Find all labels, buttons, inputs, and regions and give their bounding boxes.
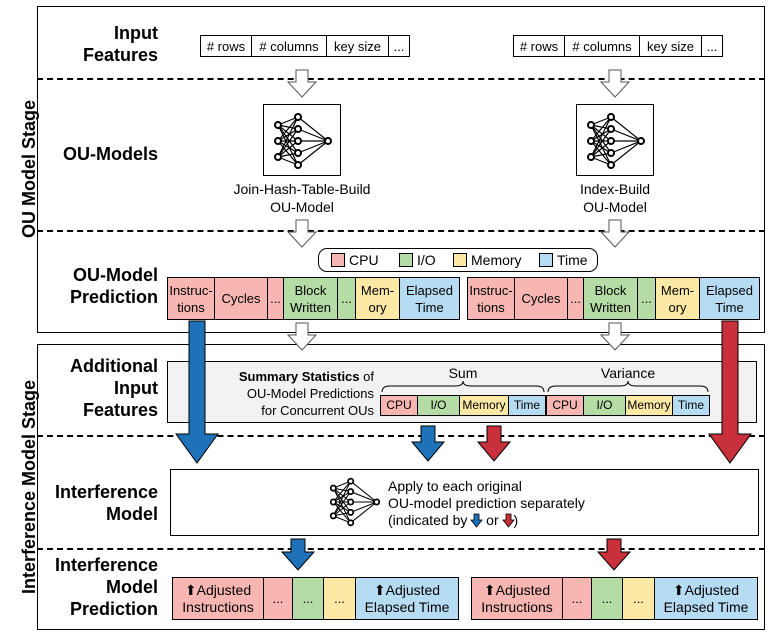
feature-rows-left: # rows bbox=[200, 35, 252, 57]
adjusted-left-memory-more: ... bbox=[323, 577, 356, 620]
pred-left-cpu-more: ... bbox=[267, 277, 284, 320]
interference-description: Apply to each original OU-model predicti… bbox=[388, 478, 585, 511]
legend-io-swatch bbox=[399, 253, 413, 267]
adjusted-right-io-more: ... bbox=[591, 577, 623, 620]
join-hash-model-box bbox=[263, 104, 341, 176]
summary-bold: Summary Statistics bbox=[238, 369, 360, 384]
separator-4 bbox=[37, 548, 765, 550]
pred-left-memory: Mem- ory bbox=[355, 277, 400, 320]
pred-left-io-more: ... bbox=[337, 277, 356, 320]
interference-model-box bbox=[170, 469, 759, 536]
down-arrow-icon bbox=[286, 219, 318, 248]
summary-sum-memory: Memory bbox=[459, 395, 509, 416]
feature-keysize-right: key size bbox=[639, 35, 702, 57]
blue-output-arrow-icon bbox=[280, 538, 316, 571]
adjusted-left-cpu-more: ... bbox=[263, 577, 293, 620]
indicator-text-b: or bbox=[482, 512, 503, 528]
index-build-model-box bbox=[576, 104, 654, 176]
red-long-arrow-icon bbox=[708, 320, 752, 464]
blue-long-arrow-icon bbox=[175, 320, 219, 464]
legend-cpu-label: CPU bbox=[349, 252, 379, 268]
pred-right-io-more: ... bbox=[637, 277, 656, 320]
adjusted-left-elapsed-time: ⬆Adjusted Elapsed Time bbox=[355, 577, 459, 620]
feature-columns-left: # columns bbox=[251, 35, 327, 57]
pred-right-cycles: Cycles bbox=[514, 277, 568, 320]
blue-arrow-icon bbox=[470, 513, 484, 528]
pred-right-elapsed-time: Elapsed Time bbox=[699, 277, 760, 320]
legend-cpu-swatch bbox=[331, 253, 345, 267]
pred-right-block-written: Block Written bbox=[583, 277, 638, 320]
interference-model-stage bbox=[37, 344, 765, 630]
input-features-label: Input Features bbox=[82, 23, 158, 65]
legend-time-swatch bbox=[539, 253, 553, 267]
down-arrow-icon bbox=[599, 322, 631, 351]
pred-left-instructions: Instruc- tions bbox=[167, 277, 215, 320]
neural-network-icon bbox=[274, 113, 332, 169]
interference-model-prediction-label: Interference Model Prediction bbox=[54, 555, 158, 619]
pred-right-memory: Mem- ory bbox=[655, 277, 700, 320]
pred-right-instructions: Instruc- tions bbox=[467, 277, 515, 320]
adjusted-right-cpu-more: ... bbox=[562, 577, 592, 620]
summary-var-time: Time bbox=[672, 395, 710, 416]
adjusted-right-memory-more: ... bbox=[622, 577, 655, 620]
legend-time-label: Time bbox=[557, 252, 588, 268]
down-arrow-icon bbox=[286, 322, 318, 351]
ou-model-prediction-label: OU-Model Prediction bbox=[69, 265, 158, 307]
indicator-text-c: ) bbox=[513, 512, 519, 528]
separator-3 bbox=[37, 435, 765, 437]
neural-network-icon bbox=[587, 113, 645, 169]
sum-label: Sum bbox=[448, 365, 478, 381]
summary-sum-cpu: CPU bbox=[380, 395, 418, 416]
legend-memory-label: Memory bbox=[471, 252, 522, 268]
feature-columns-right: # columns bbox=[564, 35, 640, 57]
join-hash-model-caption: Join-Hash-Table-Build OU-Model bbox=[233, 181, 371, 215]
red-short-arrow-icon bbox=[476, 425, 512, 462]
interference-indicator: (indicated by or ) bbox=[388, 512, 588, 529]
legend-memory-swatch bbox=[453, 253, 467, 267]
variance-brace bbox=[547, 380, 709, 393]
pred-right-cpu-more: ... bbox=[567, 277, 584, 320]
adjusted-left-io-more: ... bbox=[292, 577, 324, 620]
down-arrow-icon bbox=[599, 219, 631, 248]
legend: CPU I/O Memory Time bbox=[318, 248, 598, 272]
pred-left-elapsed-time: Elapsed Time bbox=[399, 277, 460, 320]
index-build-model-caption: Index-Build OU-Model bbox=[579, 181, 651, 215]
summary-statistics-text: Summary Statistics of OU-Model Predictio… bbox=[212, 368, 374, 419]
summary-var-io: I/O bbox=[583, 395, 626, 416]
adjusted-left-instructions: ⬆Adjusted Instructions bbox=[172, 577, 264, 620]
down-arrow-icon bbox=[286, 69, 318, 98]
additional-input-features-label: Additional Input Features bbox=[70, 356, 158, 420]
pred-left-block-written: Block Written bbox=[283, 277, 338, 320]
adjusted-right-elapsed-time: ⬆Adjusted Elapsed Time bbox=[654, 577, 758, 620]
summary-sum-time: Time bbox=[508, 395, 546, 416]
pred-left-cycles: Cycles bbox=[214, 277, 268, 320]
ou-models-label: OU-Models bbox=[62, 144, 158, 164]
indicator-text-a: (indicated by bbox=[388, 512, 472, 528]
red-arrow-icon bbox=[501, 513, 515, 528]
feature-more-right: ... bbox=[701, 35, 723, 57]
feature-keysize-left: key size bbox=[326, 35, 389, 57]
interference-model-label: Interference Model bbox=[54, 482, 158, 524]
adjusted-right-instructions: ⬆Adjusted Instructions bbox=[471, 577, 563, 620]
red-output-arrow-icon bbox=[596, 538, 632, 571]
feature-more-left: ... bbox=[388, 35, 410, 57]
separator-1 bbox=[37, 78, 765, 80]
variance-label: Variance bbox=[600, 365, 656, 381]
separator-2 bbox=[37, 230, 765, 232]
neural-network-icon bbox=[329, 477, 381, 527]
down-arrow-icon bbox=[599, 69, 631, 98]
summary-rest: of OU-Model Predictions for Concurrent O… bbox=[246, 369, 374, 418]
summary-var-memory: Memory bbox=[625, 395, 673, 416]
feature-rows-right: # rows bbox=[513, 35, 565, 57]
ou-model-stage bbox=[37, 6, 765, 333]
interference-stage-label: Interference Model Stage bbox=[19, 379, 39, 595]
ou-stage-label: OU Model Stage bbox=[19, 100, 39, 239]
summary-sum-io: I/O bbox=[417, 395, 460, 416]
summary-var-cpu: CPU bbox=[546, 395, 584, 416]
blue-short-arrow-icon bbox=[410, 425, 446, 462]
sum-brace bbox=[381, 380, 545, 393]
legend-io-label: I/O bbox=[417, 252, 436, 268]
